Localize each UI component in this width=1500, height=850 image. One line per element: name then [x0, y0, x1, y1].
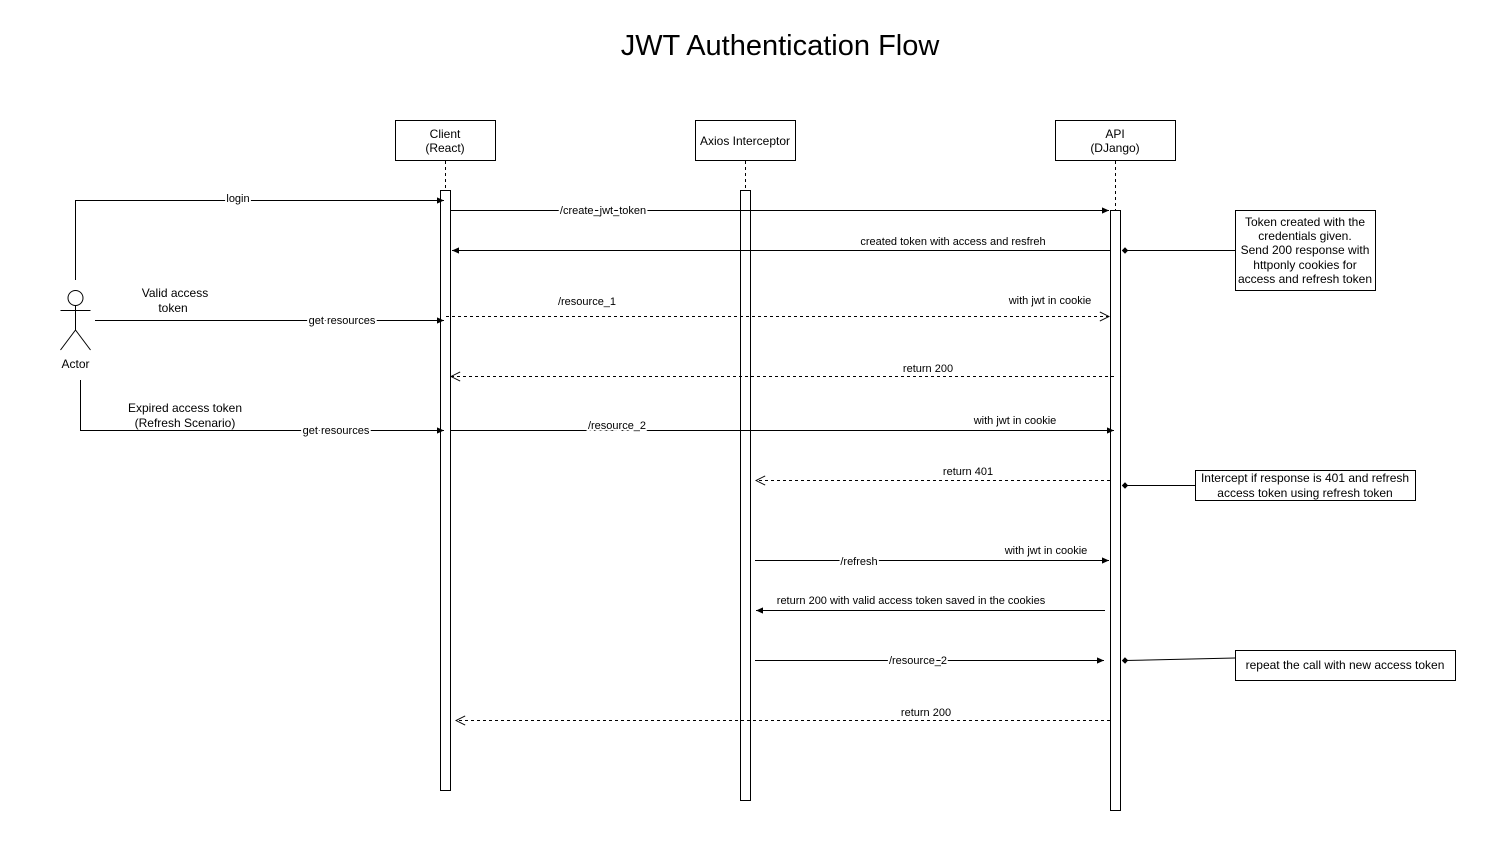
participant-client: Client (React) [395, 120, 496, 161]
note-token-created-line4: httponly cookies for [1253, 258, 1356, 272]
valid-token-label-line2: token [158, 301, 187, 315]
message-resource-2-retry: /resource_2 [755, 653, 1104, 669]
note-token-created: Token created with the credentials given… [1235, 210, 1376, 291]
message-login-arrow [75, 197, 444, 280]
note-repeat-line1: repeat the call with new access token [1246, 658, 1445, 672]
note-token-created-box [1235, 210, 1376, 291]
message-created-token-label: created token with access and resfreh [860, 236, 1045, 248]
message-get-resources-expired: get resources [80, 380, 444, 439]
message-resource-1-cookie-label: with jwt in cookie [1008, 295, 1092, 307]
actor-icon [60, 290, 91, 351]
message-return-401: return 401 [756, 466, 1110, 481]
note-intercept: Intercept if response is 401 and refresh… [1195, 470, 1416, 501]
message-login-label: login [226, 193, 249, 205]
message-return-401-label: return 401 [943, 466, 993, 478]
message-resource-2-label: /resource_2 [588, 420, 646, 432]
participant-api-box [1055, 120, 1176, 161]
message-login: login [75, 191, 444, 280]
actor-label: Actor [61, 357, 89, 371]
note-token-created-line3: Send 200 response with [1241, 243, 1370, 257]
participant-api-tech: (DJango) [1090, 141, 1139, 155]
expired-token-label-line2: (Refresh Scenario) [135, 416, 236, 430]
valid-token-label-line1: Valid access [142, 286, 208, 300]
message-return-200-first-label: return 200 [903, 363, 953, 375]
participant-api: API (DJango) [1055, 120, 1176, 161]
actor: Actor [60, 290, 91, 371]
note-token-created-line2: credentials given. [1258, 229, 1351, 243]
message-return-200-refresh-label: return 200 with valid access token saved… [777, 595, 1046, 607]
participant-interceptor: Axios Interceptor [695, 120, 796, 161]
message-resource-2: /resource_2 with jwt in cookie [451, 415, 1114, 434]
participant-interceptor-name: Axios Interceptor [700, 134, 790, 148]
message-get-resources-valid: get resources [95, 313, 444, 329]
message-refresh-label: /refresh [840, 556, 877, 568]
note-repeat-box [1235, 650, 1456, 681]
message-return-200-refresh: return 200 with valid access token saved… [756, 595, 1105, 614]
note-intercept-line1: Intercept if response is 401 and refresh [1201, 471, 1409, 485]
diagram-title: JWT Authentication Flow [621, 30, 941, 62]
participant-client-tech: (React) [425, 141, 464, 155]
activation-api [1110, 210, 1121, 811]
message-resource-1: /resource_1 with jwt in cookie [446, 295, 1109, 317]
participant-client-box [395, 120, 496, 161]
message-refresh-cookie-label: with jwt in cookie [1004, 545, 1088, 557]
message-return-200-final: return 200 [456, 707, 1110, 721]
message-create-jwt-token: /create_jwt_token [451, 203, 1109, 219]
note-intercept-box [1195, 470, 1416, 501]
message-refresh: /refresh with jwt in cookie [755, 545, 1109, 570]
message-get-resources-expired-arrow [80, 380, 444, 434]
message-return-200-first: return 200 [451, 363, 1114, 377]
participant-client-name: Client [430, 127, 461, 141]
note-token-created-line5: access and refresh token [1238, 272, 1372, 286]
note-token-created-line1: Token created with the [1245, 215, 1365, 229]
message-get-resources-expired-label: get resources [303, 425, 370, 437]
message-get-resources-valid-label: get resources [309, 315, 376, 327]
message-resource-2-retry-label: /resource_2 [889, 655, 947, 667]
activation-interceptor [740, 190, 751, 801]
note-repeat: repeat the call with new access token [1235, 650, 1456, 681]
message-create-jwt-token-label: /create_jwt_token [560, 205, 646, 217]
message-resource-2-cookie-label: with jwt in cookie [973, 415, 1057, 427]
expired-token-label-line1: Expired access token [128, 401, 242, 415]
note-repeat-connector [1121, 657, 1236, 664]
participant-interceptor-box [695, 120, 796, 161]
message-resource-1-label: /resource_1 [558, 296, 616, 308]
activation-client [440, 190, 451, 791]
note-intercept-line2: access token using refresh token [1217, 486, 1392, 500]
participant-api-name: API [1105, 127, 1124, 141]
message-created-token: created token with access and resfreh [452, 236, 1110, 254]
message-return-200-final-label: return 200 [901, 707, 951, 719]
